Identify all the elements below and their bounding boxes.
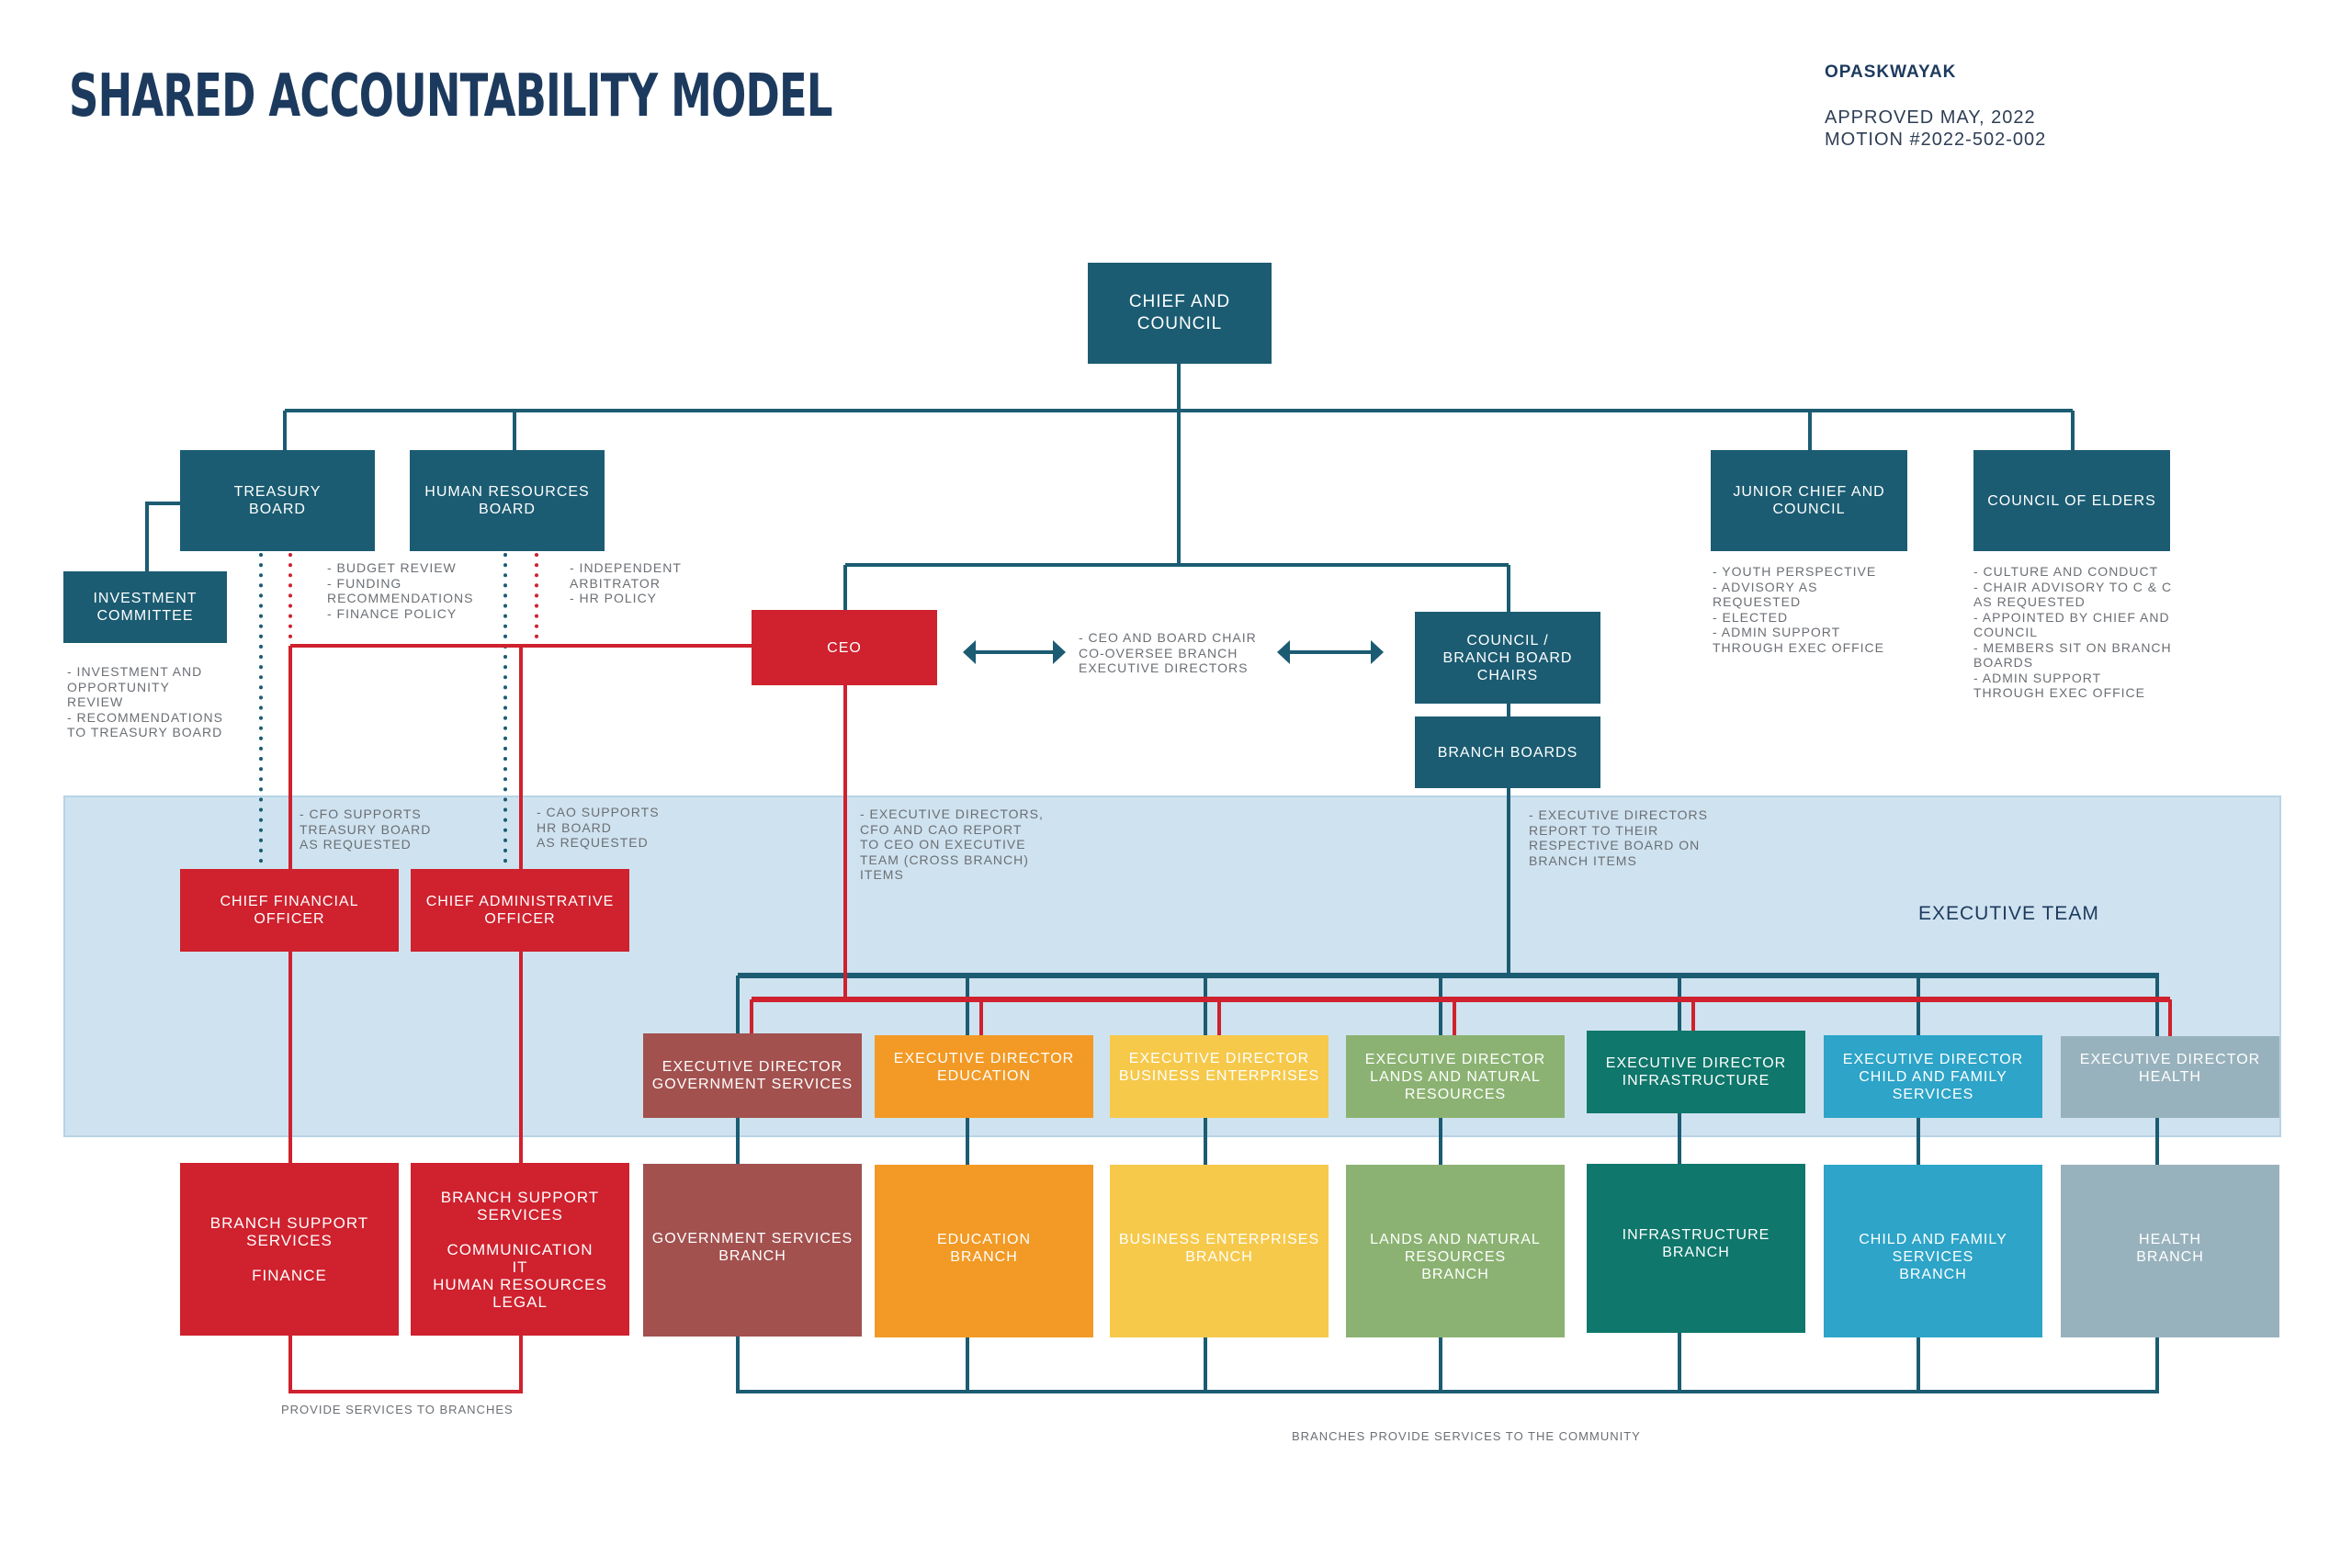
page-title: SHARED ACCOUNTABILITY MODEL [69, 62, 833, 130]
cao-support-note: - CAO SUPPORTS HR BOARD AS REQUESTED [537, 805, 660, 850]
approval-info: APPROVED MAY, 2022 MOTION #2022-502-002 [1825, 107, 2046, 151]
lands-natural-resources-branch[interactable]: LANDS AND NATURAL RESOURCES BRANCH [1346, 1165, 1565, 1337]
exec-director-education[interactable]: EXECUTIVE DIRECTOR EDUCATION [875, 1035, 1093, 1118]
co-oversee-note: - CEO AND BOARD CHAIR CO-OVERSEE BRANCH … [1079, 630, 1257, 675]
support-services-caption: PROVIDE SERVICES TO BRANCHES [281, 1403, 514, 1416]
junior-chief-notes: - YOUTH PERSPECTIVE - ADVISORY AS REQUES… [1713, 564, 1885, 655]
approved-date: APPROVED MAY, 2022 [1825, 107, 2036, 128]
exec-director-child-family-services[interactable]: EXECUTIVE DIRECTOR CHILD AND FAMILY SERV… [1824, 1035, 2042, 1118]
ceo-box[interactable]: CEO [752, 610, 937, 685]
exec-director-lands-natural-resources[interactable]: EXECUTIVE DIRECTOR LANDS AND NATURAL RES… [1346, 1035, 1565, 1118]
investment-committee-box[interactable]: INVESTMENT COMMITTEE [63, 571, 227, 643]
education-branch[interactable]: EDUCATION BRANCH [875, 1165, 1093, 1337]
junior-chief-council-box[interactable]: JUNIOR CHIEF AND COUNCIL [1711, 450, 1907, 551]
branch-support-services-admin[interactable]: BRANCH SUPPORT SERVICES COMMUNICATION IT… [411, 1163, 629, 1336]
arrow-head-icon [1053, 640, 1066, 664]
reporting-line [288, 1336, 523, 1393]
board-reporting-note: - EXECUTIVE DIRECTORS REPORT TO THEIR RE… [1529, 807, 1708, 868]
exec-director-health[interactable]: EXECUTIVE DIRECTOR HEALTH [2061, 1036, 2279, 1118]
infrastructure-branch[interactable]: INFRASTRUCTURE BRANCH [1587, 1164, 1805, 1333]
exec-director-business-enterprises[interactable]: EXECUTIVE DIRECTOR BUSINESS ENTERPRISES [1110, 1035, 1329, 1118]
executive-team-label: EXECUTIVE TEAM [1918, 903, 2099, 924]
organization-name: OPASKWAYAK [1825, 62, 1957, 82]
cao-box[interactable]: CHIEF ADMINISTRATIVE OFFICER [411, 869, 629, 952]
arrow-head-icon [963, 640, 976, 664]
hr-board-notes: - INDEPENDENT ARBITRATOR - HR POLICY [570, 560, 682, 605]
investment-committee-notes: - INVESTMENT AND OPPORTUNITY REVIEW - RE… [67, 664, 223, 739]
health-branch[interactable]: HEALTH BRANCH [2061, 1165, 2279, 1337]
arrow-head-icon [1277, 640, 1290, 664]
cfo-support-note: - CFO SUPPORTS TREASURY BOARD AS REQUEST… [300, 807, 432, 852]
branches-caption: BRANCHES PROVIDE SERVICES TO THE COMMUNI… [1292, 1429, 1641, 1443]
arrow-head-icon [1371, 640, 1384, 664]
chief-and-council-box[interactable]: CHIEF AND COUNCIL [1088, 263, 1272, 364]
connector-line [145, 502, 180, 573]
council-branch-board-chairs-box[interactable]: COUNCIL / BRANCH BOARD CHAIRS [1415, 612, 1600, 704]
child-family-services-branch[interactable]: CHILD AND FAMILY SERVICES BRANCH [1824, 1165, 2042, 1337]
council-of-elders-box[interactable]: COUNCIL OF ELDERS [1973, 450, 2170, 551]
business-enterprises-branch[interactable]: BUSINESS ENTERPRISES BRANCH [1110, 1165, 1329, 1337]
exec-director-infrastructure[interactable]: EXECUTIVE DIRECTOR INFRASTRUCTURE [1587, 1031, 1805, 1113]
hr-board-box[interactable]: HUMAN RESOURCES BOARD [410, 450, 605, 551]
treasury-board-box[interactable]: TREASURY BOARD [180, 450, 375, 551]
ceo-reporting-note: - EXECUTIVE DIRECTORS, CFO AND CAO REPOR… [860, 807, 1044, 882]
cfo-box[interactable]: CHIEF FINANCIAL OFFICER [180, 869, 399, 952]
council-of-elders-notes: - CULTURE AND CONDUCT - CHAIR ADVISORY T… [1973, 564, 2173, 700]
government-services-branch[interactable]: GOVERNMENT SERVICES BRANCH [643, 1164, 862, 1337]
branch-boards-box[interactable]: BRANCH BOARDS [1415, 716, 1600, 788]
treasury-board-notes: - BUDGET REVIEW - FUNDING RECOMMENDATION… [327, 560, 474, 621]
connector-line [736, 1336, 2159, 1393]
exec-director-government-services[interactable]: EXECUTIVE DIRECTOR GOVERNMENT SERVICES [643, 1033, 862, 1118]
branch-support-services-finance[interactable]: BRANCH SUPPORT SERVICES FINANCE [180, 1163, 399, 1336]
motion-number: MOTION #2022-502-002 [1825, 130, 2047, 150]
